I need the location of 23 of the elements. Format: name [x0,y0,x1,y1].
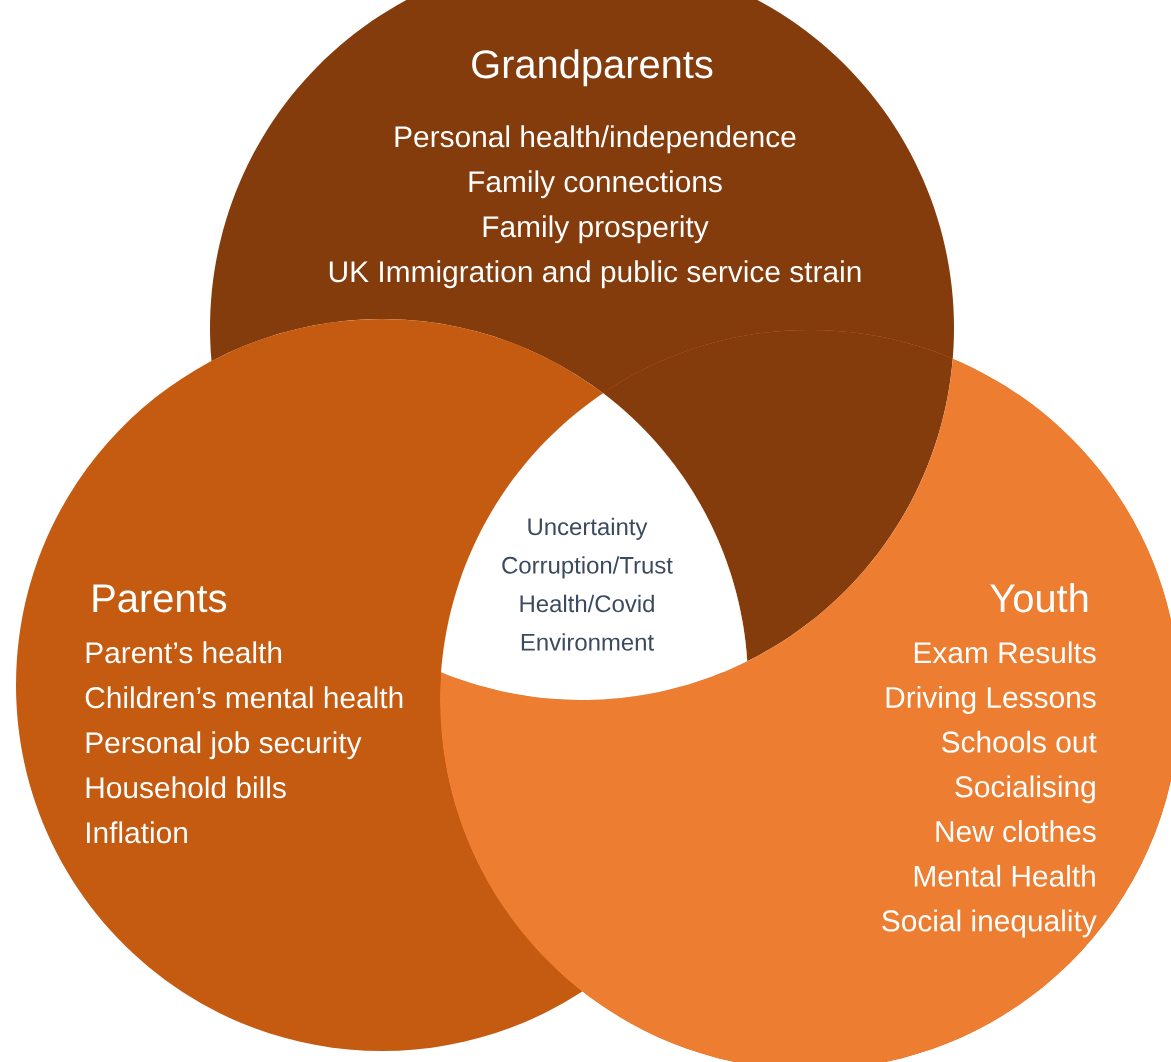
list-item: Family connections [469,170,722,199]
list-item: Socialising [955,775,1095,804]
list-item: Personal health/independence [395,125,796,154]
list-item: Uncertainty [528,517,648,540]
list-item: Family prosperity [483,215,709,244]
list-item: Schools out [942,730,1097,753]
list-item: Household bills [86,776,286,799]
list-item: Mental Health [914,864,1095,887]
list-item: Inflation [86,821,187,844]
list-item: Corruption/Trust [502,556,673,579]
circle-heading: Parents [93,584,227,613]
list-item: Personal job security [86,731,362,760]
list-item: Exam Results [914,641,1096,664]
list-item: Parent’s health [86,641,282,664]
list-item: Driving Lessons [886,686,1096,714]
list-item: Environment [521,633,654,651]
list-item: Health/Covid [520,594,654,613]
list-item: Social inequality [882,909,1097,938]
list-item: UK Immigration and public service strain [329,260,861,289]
list-item: New clothes [936,820,1096,843]
circle-heading: Youth [990,583,1088,613]
circle-heading: Grandparents [472,49,713,87]
list-item: Children’s mental health [85,686,403,709]
